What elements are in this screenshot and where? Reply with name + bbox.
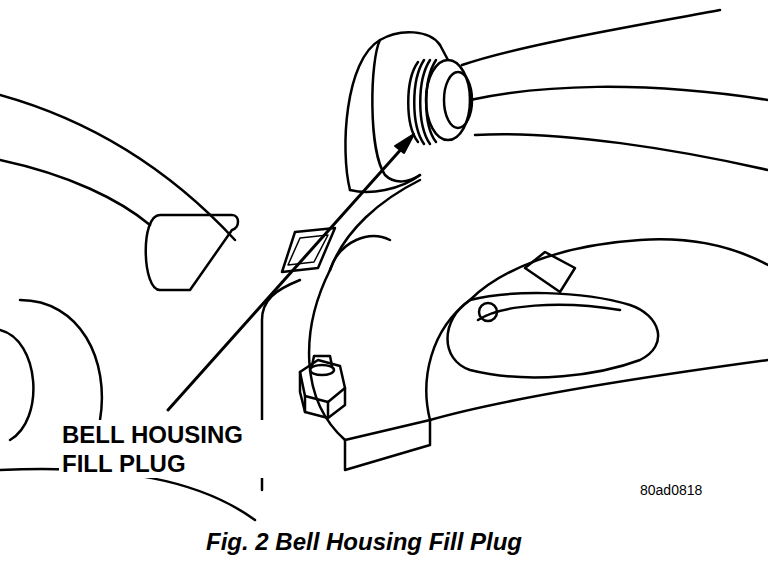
housing-edge <box>470 87 768 100</box>
housing-edge <box>462 10 720 65</box>
bolt-head <box>479 303 497 321</box>
nut <box>300 372 345 418</box>
bracket <box>345 420 430 470</box>
case-edge <box>0 330 33 440</box>
figure-number: 80ad0818 <box>638 482 704 498</box>
boss <box>350 175 420 192</box>
crossmember <box>430 360 768 420</box>
nut <box>300 360 345 402</box>
bracket-hole <box>478 305 620 320</box>
boss <box>372 40 420 181</box>
plug-thread <box>426 60 436 142</box>
case-edge <box>0 160 150 225</box>
leader-line <box>168 146 404 410</box>
figure-caption: Fig. 2 Bell Housing Fill Plug <box>206 528 522 556</box>
bracket <box>309 180 470 440</box>
housing-edge <box>475 134 768 170</box>
part-label: BELL HOUSING FILL PLUG <box>59 420 295 478</box>
plug-face <box>444 72 472 128</box>
arrowhead <box>395 134 414 153</box>
bracket-tab <box>525 252 575 292</box>
bracket-hole <box>448 293 659 377</box>
casting-mark <box>282 228 335 272</box>
stud <box>312 356 332 366</box>
plug-thread <box>440 45 448 60</box>
rib <box>146 215 238 290</box>
nut <box>305 396 328 418</box>
case-edge <box>0 95 235 240</box>
crossmember <box>470 239 768 300</box>
boss <box>345 32 440 190</box>
fill-plug <box>426 60 470 140</box>
bracket <box>330 236 390 270</box>
stud <box>310 365 334 375</box>
